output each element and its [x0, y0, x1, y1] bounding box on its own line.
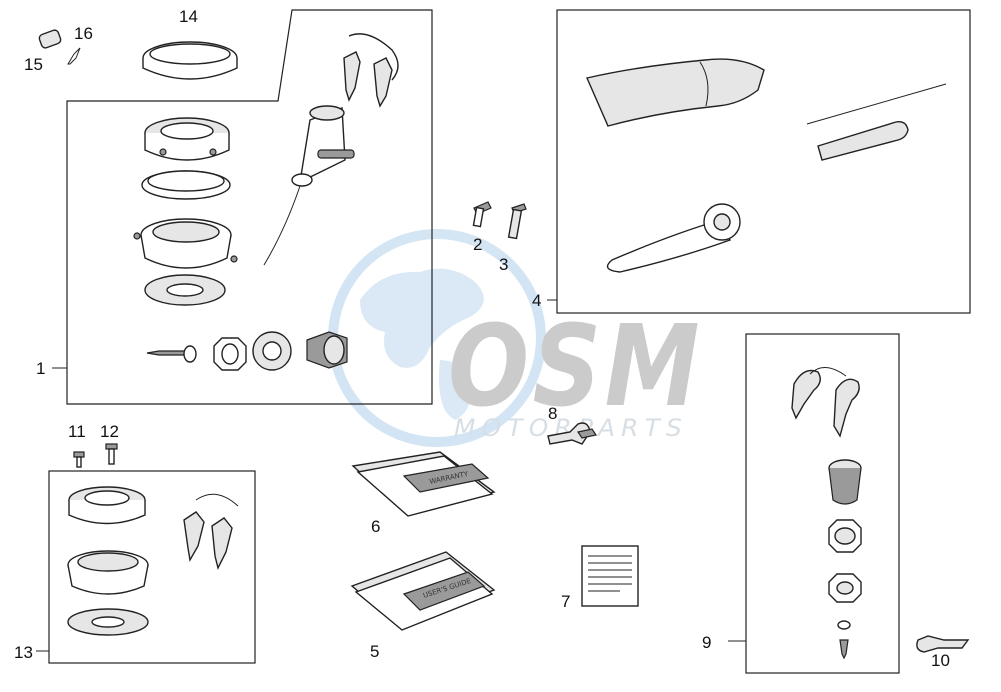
group-4-frame — [556, 9, 971, 314]
callout-7: 7 — [561, 592, 570, 611]
group-13-fuel-cap-kit — [36, 470, 256, 664]
osm-watermark: OSM MOTORPARTS — [328, 229, 703, 447]
part-2-bolt — [472, 201, 492, 228]
callout-10: 10 — [931, 651, 950, 670]
callout-labels: 1 2 3 4 5 6 7 8 9 10 11 12 13 14 15 16 — [14, 7, 950, 670]
callout-3: 3 — [499, 255, 508, 274]
group-9-lock-kit — [728, 333, 900, 674]
part-16-clip — [67, 47, 81, 65]
group-1-frame — [66, 9, 433, 405]
callout-15: 15 — [24, 55, 43, 74]
screwdriver-handle — [817, 120, 909, 161]
part-5-users-guide: USER'S GUIDE — [350, 551, 496, 631]
callout-11: 11 — [68, 422, 86, 441]
watermark-continents — [360, 268, 484, 420]
callout-4: 4 — [532, 291, 541, 310]
fuel-cap-assembly — [133, 117, 238, 306]
callout-16: 16 — [74, 24, 93, 43]
ignition-lock — [263, 33, 399, 266]
group-4-tool-kit — [547, 9, 971, 314]
part-7-sticker — [581, 545, 639, 607]
callout-6: 6 — [371, 517, 380, 536]
part-14-ring — [142, 41, 238, 80]
callout-13: 13 — [14, 643, 33, 662]
part-6-warranty-booklet: WARRANTY — [351, 451, 496, 517]
part-3-bolt — [507, 203, 527, 240]
callout-5: 5 — [370, 642, 379, 661]
screwdriver-shaft — [806, 83, 947, 125]
callout-1: 1 — [36, 359, 45, 378]
callout-8: 8 — [548, 404, 557, 423]
callout-9: 9 — [702, 633, 711, 652]
callout-14: 14 — [179, 7, 198, 26]
group-1-ignition-fuel-cap — [52, 9, 433, 405]
spanner — [606, 219, 731, 273]
callout-12: 12 — [100, 422, 119, 441]
part-8-key — [547, 422, 597, 445]
watermark-logo-text: OSM — [448, 302, 703, 432]
tool-pouch — [586, 58, 765, 127]
lock-hardware-row — [146, 331, 348, 371]
group-13-frame — [48, 470, 256, 664]
group-9-frame — [745, 333, 900, 674]
part-11-screw — [73, 451, 85, 468]
part-12-screw — [105, 443, 118, 465]
callout-2: 2 — [473, 235, 482, 254]
part-10-bracket — [916, 635, 970, 653]
part-15-bushing — [38, 29, 62, 49]
